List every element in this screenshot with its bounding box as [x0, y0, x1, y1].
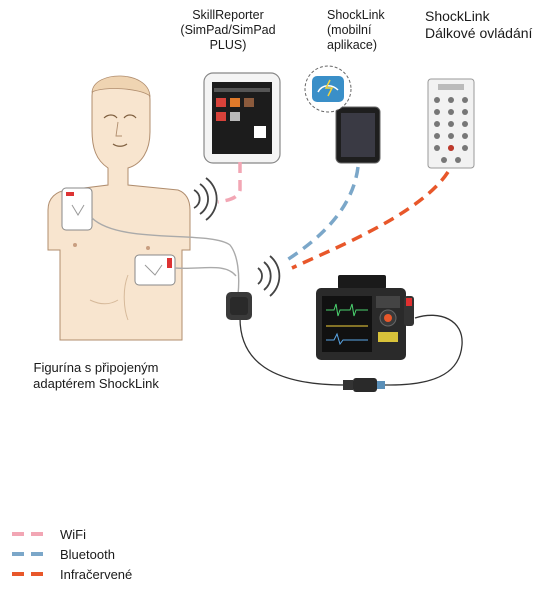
skillreporter-title: SkillReporter — [192, 8, 264, 22]
remote-title: ShockLink — [425, 8, 490, 24]
defibrillator-icon — [316, 275, 414, 360]
skillreporter-subtitle: (SimPad/SimPad PLUS) — [180, 23, 276, 52]
bluetooth-swatch — [12, 552, 50, 556]
shocklink-app-subtitle-2: aplikace) — [327, 38, 378, 52]
shocklink-app-label: ShockLink (mobilní aplikace) — [327, 8, 397, 53]
shocklink-app-subtitle-1: (mobilní — [327, 23, 372, 37]
legend-item-wifi: WiFi — [12, 524, 132, 544]
shocklink-adapter-icon — [226, 292, 252, 320]
infrared-swatch — [12, 572, 50, 576]
tablet-icon — [203, 72, 281, 164]
connector-icon — [343, 378, 385, 392]
remote-subtitle: Dálkové ovládání — [425, 25, 533, 41]
wireless-signal-icon — [257, 255, 281, 297]
shocklink-app-title: ShockLink — [327, 8, 385, 22]
legend-label-wifi: WiFi — [60, 526, 86, 542]
legend-label-bluetooth: Bluetooth — [60, 546, 115, 562]
remote-label: ShockLink Dálkové ovládání — [425, 8, 540, 42]
shocklink-app-icon — [304, 65, 352, 113]
wireless-signal-icon — [193, 177, 218, 221]
skillreporter-label: SkillReporter (SimPad/SimPad PLUS) — [172, 8, 284, 53]
manikin-subtitle: adaptérem ShockLink — [33, 376, 159, 391]
legend-label-infrared: Infračervené — [60, 566, 133, 582]
wifi-link — [217, 162, 242, 204]
aed-pad-icon — [134, 254, 176, 286]
phone-icon — [335, 106, 381, 164]
aed-pad-icon — [61, 187, 93, 231]
infrared-link — [291, 171, 450, 270]
legend: WiFi Bluetooth Infračervené — [12, 524, 132, 584]
legend-item-infrared: Infračervené — [12, 564, 132, 584]
remote-control-icon — [427, 78, 475, 169]
wifi-swatch — [12, 532, 50, 536]
manikin-title: Figurína s připojeným — [33, 360, 159, 375]
bluetooth-link — [283, 166, 360, 264]
legend-item-bluetooth: Bluetooth — [12, 544, 132, 564]
manikin-label: Figurína s připojeným adaptérem ShockLin… — [16, 360, 176, 392]
